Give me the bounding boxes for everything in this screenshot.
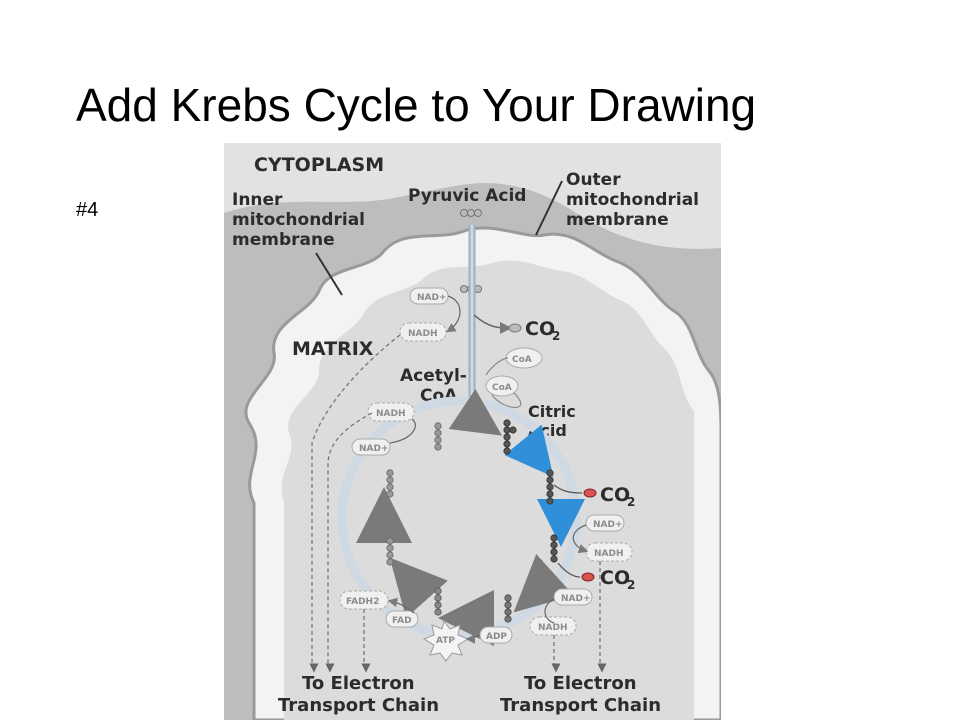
- cycle-gray-arrow-bottom-right: [513, 554, 574, 613]
- svg-text:FAD: FAD: [392, 616, 412, 626]
- atp-burst: ATP: [422, 619, 470, 662]
- nad-reduction-arrow-1: [445, 295, 461, 333]
- svg-text:NAD+: NAD+: [561, 594, 591, 604]
- acetyl-coa-label-1: Acetyl-: [400, 366, 467, 386]
- carbon-chain-right-1: [546, 469, 554, 505]
- inner-membrane-label-1: Inner: [232, 190, 283, 210]
- inner-membrane-label-3: membrane: [232, 230, 335, 250]
- svg-text:CO: CO: [525, 318, 555, 340]
- cycle-entry-arrow: [448, 389, 502, 436]
- nad-reduction-arrow-2: [572, 524, 589, 554]
- pyruvic-acid-label: Pyruvic Acid: [408, 186, 526, 206]
- nadh-chip-1: NADH: [399, 322, 447, 342]
- carbon-chain-top-left: [434, 422, 442, 451]
- citric-acid-label-1: Citric: [528, 402, 576, 421]
- nadh-chip-2: NADH: [585, 542, 633, 562]
- nad-chip-1: NAD+: [409, 287, 449, 305]
- carbon-chain-bottom: [434, 587, 442, 616]
- outer-membrane-label-3: membrane: [566, 210, 669, 230]
- co2-release-2: CO 2: [553, 484, 635, 509]
- slide-title: Add Krebs Cycle to Your Drawing: [76, 79, 757, 131]
- svg-text:2: 2: [627, 578, 635, 592]
- nad-reduction-arrow-4: [389, 418, 416, 444]
- coa-chip-2: CoA: [485, 375, 519, 397]
- inner-membrane-label-2: mitochondrial: [232, 210, 365, 230]
- fad-chip: FAD: [385, 610, 419, 628]
- matrix-label: MATRIX: [292, 338, 374, 360]
- nad-chip-2: NAD+: [585, 514, 625, 532]
- co2-release-3: CO 2: [557, 562, 635, 592]
- svg-text:2: 2: [552, 329, 560, 343]
- nadh-chip-4: NADH: [367, 402, 415, 422]
- carbon-chain-left-top: [386, 469, 394, 498]
- svg-text:2: 2: [627, 495, 635, 509]
- svg-text:ADP: ADP: [486, 632, 507, 642]
- svg-text:NADH: NADH: [376, 409, 406, 419]
- fad-reduction-arrow: [387, 597, 415, 614]
- carbon-chain-right-2: [550, 534, 558, 563]
- slide-number: #4: [76, 199, 99, 221]
- carbon-chain-left-bottom: [386, 537, 394, 566]
- adp-chip: ADP: [479, 626, 513, 644]
- fadh2-chip: FADH2: [339, 590, 389, 610]
- cytoplasm-label: CYTOPLASM: [254, 154, 384, 176]
- coa-chip-1: CoA: [505, 347, 543, 369]
- outer-membrane-label-1: Outer: [566, 170, 621, 190]
- svg-text:NADH: NADH: [538, 623, 568, 633]
- inner-membrane-pointer: [315, 252, 343, 296]
- svg-text:NAD+: NAD+: [359, 444, 389, 454]
- nad-chip-4: NAD+: [351, 438, 391, 456]
- carbon-chain-citric: [503, 419, 517, 455]
- dashed-path-left-2: [325, 412, 373, 673]
- svg-text:CO: CO: [600, 567, 630, 589]
- nadh-chip-3: NADH: [529, 616, 577, 636]
- etc-right-label-2: Transport Chain: [500, 695, 661, 716]
- cycle-blue-arrow-1: [504, 424, 554, 477]
- svg-text:CoA: CoA: [512, 355, 532, 365]
- etc-left-label-1: To Electron: [302, 673, 415, 694]
- etc-left-label-2: Transport Chain: [278, 695, 439, 716]
- svg-text:CO: CO: [600, 484, 630, 506]
- svg-text:CoA: CoA: [492, 383, 512, 393]
- nad-reduction-arrow-3: [544, 598, 555, 624]
- adp-to-atp-arrow: [465, 634, 481, 644]
- svg-text:NAD+: NAD+: [593, 520, 623, 530]
- nad-chip-3: NAD+: [553, 588, 593, 606]
- carbon-chain-bottom-right: [504, 594, 512, 623]
- svg-text:FADH2: FADH2: [346, 597, 379, 607]
- cycle-gray-arrow-bottom-left: [389, 557, 448, 618]
- outer-membrane-label-2: mitochondrial: [566, 190, 699, 210]
- co2-release-1: CO 2: [473, 314, 560, 343]
- svg-text:ATP: ATP: [436, 636, 455, 646]
- krebs-cycle-diagram: CYTOPLASM Inner mitochondrial membrane O…: [224, 143, 721, 720]
- svg-text:NADH: NADH: [408, 329, 438, 339]
- etc-right-label-1: To Electron: [524, 673, 637, 694]
- dashed-path-left-1: [309, 334, 401, 673]
- svg-text:NAD+: NAD+: [417, 293, 447, 303]
- svg-text:NADH: NADH: [594, 549, 624, 559]
- outer-membrane-pointer: [535, 180, 563, 236]
